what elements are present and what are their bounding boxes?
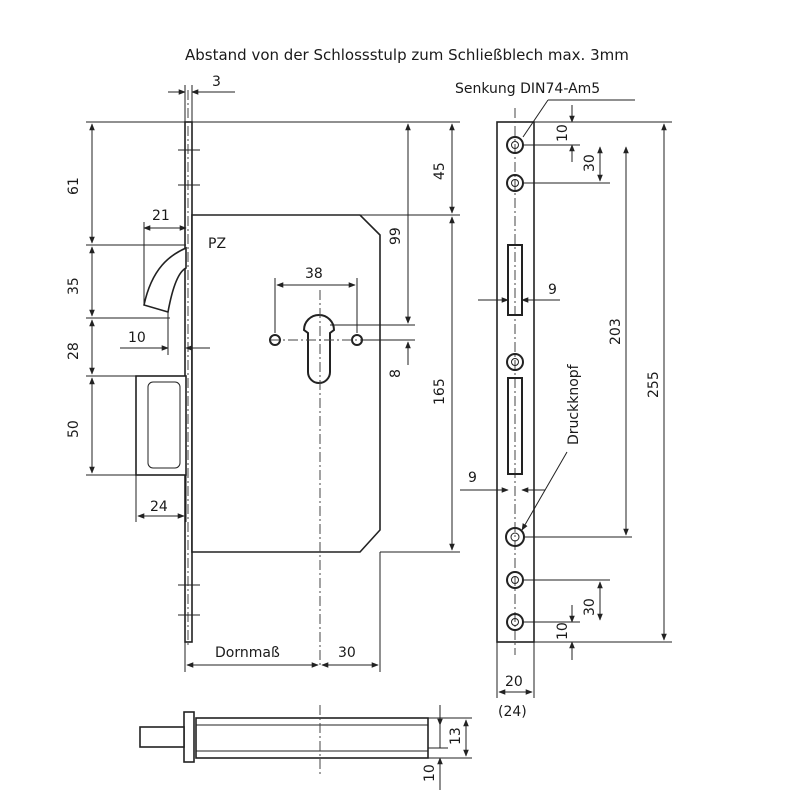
dim-strike-255: 255 (646, 371, 662, 398)
dim-99: 99 (388, 227, 404, 245)
cylinder-hole (302, 314, 336, 384)
latch-slot (507, 244, 523, 316)
dim-strike-24: (24) (498, 704, 527, 720)
lock-case (191, 214, 381, 553)
dim-38: 38 (305, 266, 323, 282)
dim-side-10: 10 (422, 764, 438, 782)
dim-strike-30-bottom: 30 (582, 598, 598, 616)
dim-dornmass: Dornmaß (215, 645, 280, 661)
deadbolt-outer (135, 375, 187, 476)
deadbolt-slot (507, 377, 523, 475)
drawing-title: Abstand von der Schlossstulp zum Schließ… (185, 46, 629, 64)
dim-165: 165 (432, 378, 448, 405)
dim-50: 50 (66, 420, 82, 438)
dim-strike-10-bottom: 10 (555, 622, 571, 640)
side-body (195, 717, 429, 759)
dim-24: 24 (150, 499, 168, 515)
pz-label: PZ (208, 236, 226, 252)
strike-plate-view: 10 30 203 255 30 10 9 9 20 (24) Senkung … (455, 81, 672, 720)
latch-bolt (143, 246, 187, 314)
dim-28: 28 (66, 342, 82, 360)
dim-strike-9-bottom: 9 (468, 470, 477, 486)
dim-8: 8 (388, 369, 404, 378)
lock-front-view: PZ (135, 90, 395, 665)
dim-35: 35 (66, 277, 82, 295)
dim-strike-203: 203 (608, 318, 624, 345)
deadbolt-inner (147, 381, 181, 469)
dim-61: 61 (66, 177, 82, 195)
dim-3: 3 (212, 74, 221, 90)
dim-21: 21 (152, 208, 170, 224)
dim-strike-20: 20 (505, 674, 523, 690)
dim-45: 45 (432, 162, 448, 180)
dim-strike-9-top: 9 (548, 282, 557, 298)
dim-10-latch: 10 (128, 330, 146, 346)
dim-side-13: 13 (448, 727, 464, 745)
dim-strike-10-top: 10 (555, 124, 571, 142)
side-spindle (139, 726, 185, 748)
dim-strike-30-top: 30 (582, 154, 598, 172)
side-faceplate (183, 711, 195, 763)
lock-side-view: 13 10 (139, 705, 472, 790)
lock-dimensions: 3 61 35 28 50 21 10 24 38 (66, 74, 460, 672)
pushbutton-callout: Druckknopf (566, 363, 582, 445)
countersink-callout: Senkung DIN74-Am5 (455, 81, 600, 97)
dim-30-case: 30 (338, 645, 356, 661)
